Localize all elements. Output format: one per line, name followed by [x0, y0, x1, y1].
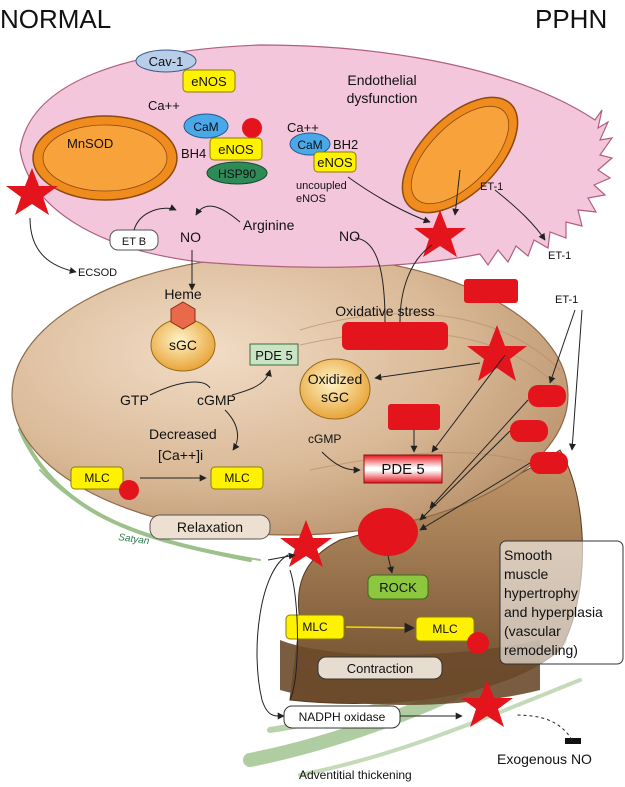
uncoupled-l2: eNOS	[296, 193, 326, 205]
star-oxidative	[467, 325, 527, 381]
cam-right-label: CaM	[297, 138, 322, 152]
cam-right-oval	[289, 132, 331, 156]
normal-header: NORMAL	[0, 4, 111, 34]
sgc-normal-label: sGC	[169, 337, 197, 353]
enos-top-box	[182, 69, 236, 93]
remodeling-l1: Smooth	[504, 547, 552, 563]
gtp-label: GTP	[120, 392, 149, 408]
signature: Satyan	[118, 532, 151, 547]
enos-right-label: eNOS	[317, 155, 353, 170]
bh2-label: BH2	[333, 137, 358, 152]
remodeling-l5: (vascular	[504, 623, 561, 639]
contraction-label: Contraction	[347, 661, 413, 676]
pathway-arrows	[29, 169, 583, 741]
red-pill-3	[530, 452, 568, 474]
enos-top-label: eNOS	[191, 74, 227, 89]
relaxation-box	[149, 514, 271, 540]
arginine-label: Arginine	[243, 217, 295, 233]
heme-hexagon	[170, 301, 196, 330]
hsp90-label: HSP90	[218, 167, 256, 181]
remodeling-box	[499, 540, 624, 665]
mlc-right2-box	[415, 616, 475, 642]
red-pill-2	[510, 420, 548, 442]
adventitial-label: Adventitial thickening	[299, 768, 412, 782]
mitochondrion-pphn	[401, 96, 519, 214]
remodeling-l2: muscle	[504, 566, 549, 582]
red-box-oxidative	[342, 322, 448, 350]
enos-mid-box	[209, 137, 263, 161]
remodeling-l6: remodeling)	[504, 642, 578, 658]
rock-box	[367, 574, 429, 600]
no-right-label: NO	[339, 228, 360, 244]
heme-label: Heme	[164, 286, 202, 302]
cav1-oval	[135, 49, 197, 73]
red-dot-mlc-right	[467, 632, 489, 654]
mitochondrion-normal	[32, 115, 178, 201]
ca-right-label: Ca++	[287, 120, 319, 135]
remodeling-l3: hypertrophy	[504, 585, 578, 601]
mlc-phospho-arrow	[345, 622, 416, 634]
endothelial-dysfunction-l1: Endothelial	[347, 72, 416, 88]
cgmp-left-label: cGMP	[197, 392, 236, 408]
mlc-right2-label: MLC	[432, 622, 458, 636]
mlc-left-label: MLC	[84, 471, 110, 485]
pde5-pphn-box	[363, 454, 443, 484]
enos-right-box	[313, 151, 357, 173]
exogenous-no-label: Exogenous NO	[497, 751, 592, 767]
red-dot-mlc-left	[119, 480, 139, 500]
hsp90-oval	[206, 161, 268, 185]
etb-label: ET B	[122, 236, 146, 248]
star-mnsod	[6, 168, 58, 215]
mlc-left2-label: MLC	[224, 471, 250, 485]
red-dot-cam	[242, 118, 262, 138]
contraction-box	[317, 656, 443, 680]
pde5-normal-box	[249, 343, 299, 366]
ecsod-label: ECSOD	[78, 267, 117, 279]
red-box-pde5-input	[388, 404, 440, 430]
relaxation-label: Relaxation	[177, 519, 243, 535]
no-left-label: NO	[180, 229, 201, 245]
red-pill-1	[528, 385, 566, 407]
mlc-left-box	[70, 466, 124, 490]
bh4-label: BH4	[181, 146, 206, 161]
star-nadph	[461, 680, 513, 727]
remodeling-l4: and hyperplasia	[504, 604, 603, 620]
pphn-header: PPHN	[535, 4, 607, 34]
cam-left-label: CaM	[193, 120, 218, 134]
mnsod-label: MnSOD	[67, 136, 113, 151]
cav1-label: Cav-1	[149, 54, 184, 69]
et1-inner-label: ET-1	[480, 181, 503, 193]
sgc-oxidized	[299, 358, 371, 420]
oxidized-l2: sGC	[321, 389, 349, 405]
ca-left-label: Ca++	[148, 98, 180, 113]
decreased-l2: [Ca++]i	[158, 447, 203, 463]
mlc-right-box	[285, 614, 345, 640]
pde5-normal-label: PDE 5	[255, 348, 293, 363]
decreased-l1: Decreased	[149, 426, 217, 442]
et1-out1-label: ET-1	[548, 250, 571, 262]
oxidized-l1: Oxidized	[308, 371, 362, 387]
cgmp-right-label: cGMP	[308, 432, 341, 446]
uncoupled-l1: uncoupled	[296, 180, 347, 192]
pde5-pphn-label: PDE 5	[381, 461, 424, 478]
endothelial-dysfunction-l2: dysfunction	[347, 90, 418, 106]
rock-label: ROCK	[379, 580, 417, 595]
mlc-right-label: MLC	[302, 620, 328, 634]
star-no-endothelium	[414, 210, 466, 257]
nadph-label: NADPH oxidase	[299, 710, 386, 724]
et1-out2-label: ET-1	[555, 294, 578, 306]
mlc-left2-box	[210, 466, 264, 490]
enos-mid-label: eNOS	[218, 142, 254, 157]
red-oval-rock-input	[358, 508, 418, 556]
red-box-top	[464, 279, 518, 303]
exogenous-no-device	[565, 738, 581, 744]
cam-left-oval	[183, 113, 229, 139]
